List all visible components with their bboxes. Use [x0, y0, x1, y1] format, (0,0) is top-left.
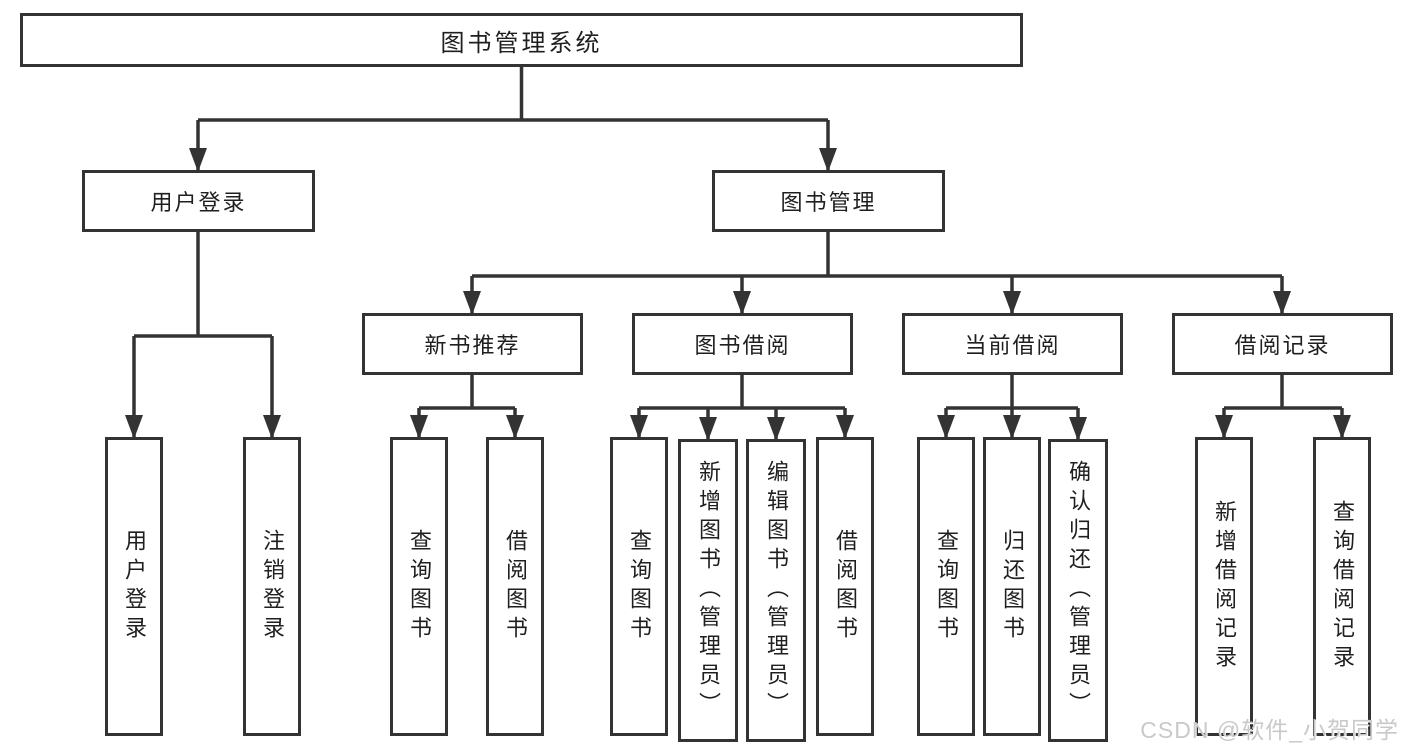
- leaf-logout: 注销登录: [243, 437, 301, 736]
- node-user-login: 用户登录: [82, 170, 315, 232]
- leaf-cb-query-books: 查询图书: [917, 437, 975, 736]
- leaf-bb-edit-books-admin: 编辑图书（管理员）: [746, 439, 806, 742]
- leaf-cb-return-books: 归还图书: [983, 437, 1041, 736]
- leaf-br-add-record: 新增借阅记录: [1195, 437, 1253, 736]
- node-root-system-label: 图书管理系统: [440, 29, 603, 57]
- node-borrow-records: 借阅记录: [1172, 313, 1393, 375]
- node-book-borrow: 图书借阅: [632, 313, 853, 375]
- node-book-management-label: 图书管理: [780, 190, 877, 215]
- leaf-br-query-record: 查询借阅记录: [1313, 437, 1371, 736]
- leaf-bb-add-books-admin-label: 新增图书（管理员）: [696, 460, 721, 721]
- leaf-cb-confirm-return-admin-label: 确认归还（管理员）: [1066, 460, 1091, 721]
- leaf-br-add-record-label: 新增借阅记录: [1212, 499, 1237, 674]
- leaf-logout-label: 注销登录: [260, 528, 285, 645]
- leaf-bb-edit-books-admin-label: 编辑图书（管理员）: [764, 460, 789, 721]
- leaf-bb-add-books-admin: 新增图书（管理员）: [678, 439, 738, 742]
- node-current-borrow: 当前借阅: [902, 313, 1123, 375]
- node-current-borrow-label: 当前借阅: [964, 333, 1061, 358]
- leaf-cb-query-books-label: 查询图书: [934, 528, 959, 645]
- node-user-login-label: 用户登录: [150, 190, 247, 215]
- leaf-br-query-record-label: 查询借阅记录: [1330, 499, 1355, 674]
- node-root-system: 图书管理系统: [20, 13, 1023, 67]
- leaf-nb-borrow-books: 借阅图书: [486, 437, 544, 736]
- leaf-user-login-label: 用户登录: [122, 528, 147, 645]
- leaf-bb-query-books: 查询图书: [610, 437, 668, 736]
- leaf-bb-query-books-label: 查询图书: [627, 528, 652, 645]
- leaf-cb-confirm-return-admin: 确认归还（管理员）: [1048, 439, 1108, 742]
- node-new-book-recommend-label: 新书推荐: [424, 333, 521, 358]
- csdn-watermark: CSDN @软件_小贺同学: [1140, 717, 1399, 743]
- leaf-cb-return-books-label: 归还图书: [1000, 528, 1025, 645]
- node-book-management: 图书管理: [712, 170, 945, 232]
- leaf-nb-query-books-label: 查询图书: [407, 528, 432, 645]
- node-borrow-records-label: 借阅记录: [1234, 333, 1331, 358]
- leaf-nb-borrow-books-label: 借阅图书: [503, 528, 528, 645]
- leaf-user-login: 用户登录: [105, 437, 163, 736]
- node-book-borrow-label: 图书借阅: [694, 333, 791, 358]
- connector-edges: [132, 67, 1344, 441]
- leaf-bb-borrow-books: 借阅图书: [816, 437, 874, 736]
- node-new-book-recommend: 新书推荐: [362, 313, 583, 375]
- leaf-nb-query-books: 查询图书: [390, 437, 448, 736]
- leaf-bb-borrow-books-label: 借阅图书: [833, 528, 858, 645]
